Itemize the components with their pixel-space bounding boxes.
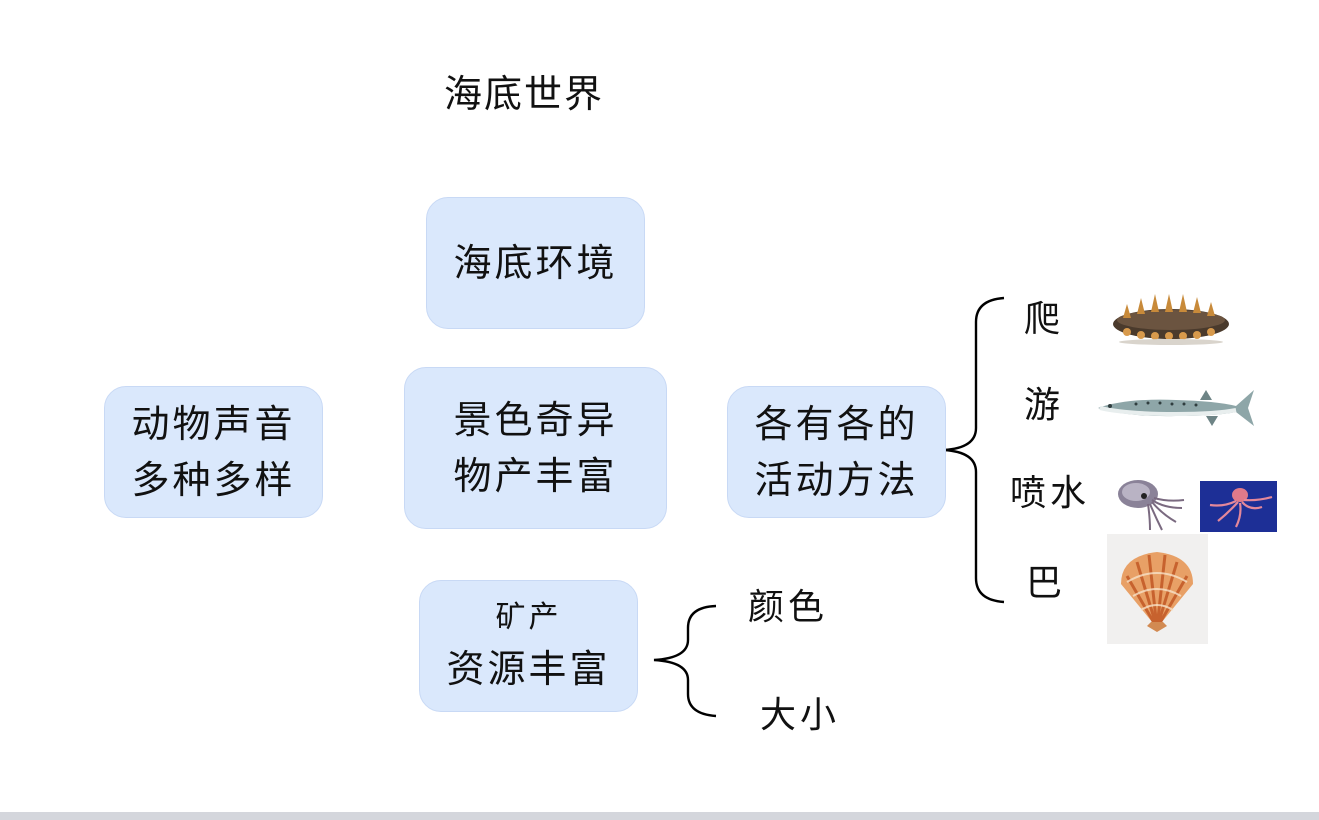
node-sounds-line-1: 动物声音 [131,402,296,446]
octopus-image [1200,481,1277,532]
page-title: 海底世界 [444,72,605,116]
method-cling: 巴 [1026,563,1067,604]
sea-cucumber-image [1107,290,1237,348]
minerals-brace [653,604,717,718]
method-swim: 游 [1024,385,1065,426]
trait-size: 大小 [760,695,841,736]
node-activities-line-2: 活动方法 [754,458,919,502]
node-minerals: 矿产 资源丰富 [419,580,638,712]
node-activities-line-1: 各有各的 [754,402,919,446]
node-minerals-line-1: 矿产 [495,600,562,635]
node-sounds: 动物声音 多种多样 [104,386,323,518]
node-minerals-line-2: 资源丰富 [446,647,611,691]
bottom-bar [0,812,1319,820]
trait-color: 颜色 [748,587,829,628]
activities-brace [943,296,1005,604]
node-activities: 各有各的 活动方法 [727,386,946,518]
node-sounds-line-2: 多种多样 [131,458,296,502]
method-crawl: 爬 [1024,299,1065,340]
squid-image [1114,474,1186,532]
node-center: 景色奇异 物产丰富 [404,367,667,529]
barracuda-image [1096,386,1258,430]
node-center-line-2: 物产丰富 [453,454,618,498]
node-environment-text: 海底环境 [453,241,618,285]
scallop-shell-image [1107,534,1208,644]
node-center-line-1: 景色奇异 [453,398,618,442]
node-environment: 海底环境 [426,197,645,329]
method-spray: 喷水 [1010,473,1091,514]
